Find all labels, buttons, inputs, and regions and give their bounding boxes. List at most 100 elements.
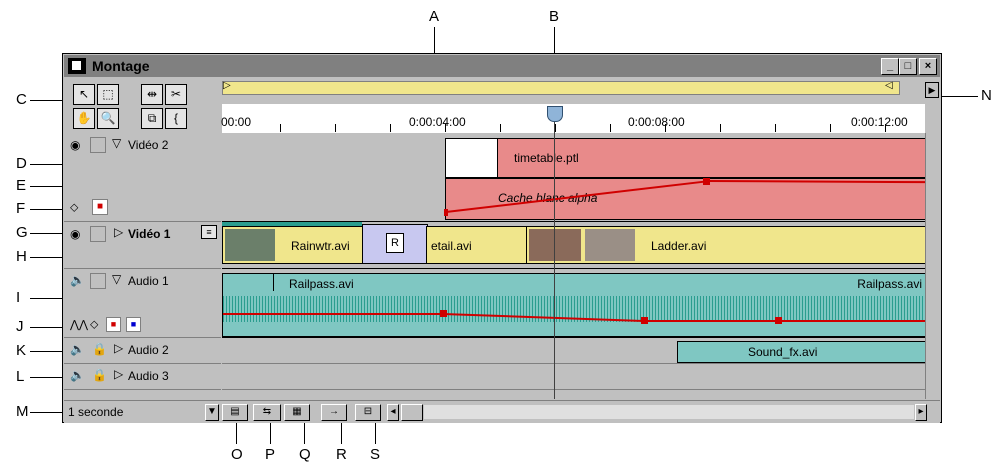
callout-f: F	[16, 200, 26, 217]
track-label-video2: Vidéo 2	[128, 138, 169, 152]
eye-icon[interactable]: ◉	[70, 138, 81, 152]
playhead-marker-icon[interactable]	[547, 106, 563, 122]
volume-rubberband[interactable]	[645, 320, 925, 322]
sync-mode-button[interactable]: ⊟	[355, 404, 381, 421]
time-unit-dropdown-button[interactable]: ▼	[205, 404, 219, 421]
speaker-off-icon[interactable]: 🔈	[70, 342, 85, 356]
clip-sound-fx[interactable]: Sound_fx.avi	[677, 341, 927, 363]
title-clip-thumbnail[interactable]	[445, 138, 499, 178]
lane-audio3[interactable]	[222, 364, 925, 390]
keyframe-nav-icon[interactable]: ⬦	[90, 317, 99, 331]
edge-view-button[interactable]: ▦	[284, 404, 310, 421]
callout-i: I	[16, 289, 21, 306]
clip-rainwtr[interactable]: Rainwtr.avi	[222, 226, 364, 264]
lock-box[interactable]	[90, 273, 106, 289]
lock-box[interactable]	[90, 137, 106, 153]
minimize-button[interactable]: _	[881, 58, 899, 75]
leader-k	[30, 351, 65, 352]
callout-h: H	[16, 248, 27, 265]
maximize-button[interactable]: □	[899, 58, 917, 75]
selection-tool[interactable]: ↖	[73, 84, 95, 105]
filmstrip-display-icon[interactable]: ≡	[201, 225, 217, 239]
callout-g: G	[16, 224, 28, 241]
eye-icon[interactable]: ◉	[70, 227, 81, 241]
callout-k: K	[16, 342, 27, 359]
title-bar[interactable]: Montage _ □ ×	[64, 55, 940, 77]
video1-top-stripe	[222, 222, 362, 226]
expand-triangle-icon[interactable]: ▷	[114, 367, 124, 381]
pan-rubberband-icon[interactable]: ■	[126, 317, 141, 332]
collapse-triangle-icon[interactable]: ▽	[112, 272, 122, 286]
leader-f	[30, 209, 65, 210]
track-label-audio1: Audio 1	[128, 274, 169, 288]
clip-detail[interactable]: etail.avi	[426, 226, 528, 264]
opacity-rubberband-icon[interactable]: ■	[92, 199, 108, 215]
track-label-video1: Vidéo 1	[128, 227, 171, 241]
horizontal-scroll-thumb[interactable]	[401, 404, 423, 421]
work-area-start-marker[interactable]: ▷	[223, 80, 231, 91]
ruler-label-12: 0:00:12:00	[851, 115, 908, 129]
ruler-tick	[500, 124, 501, 132]
volume-keyframe[interactable]	[775, 317, 782, 324]
track-format-button[interactable]: ▤	[222, 404, 248, 421]
opacity-keyframe[interactable]	[703, 178, 710, 185]
in-out-tool[interactable]: {	[165, 108, 187, 129]
speaker-icon[interactable]: 🔈	[70, 273, 85, 287]
callout-d: D	[16, 155, 27, 172]
clip-thumbnail	[585, 229, 635, 261]
leader-h	[30, 257, 65, 258]
time-ruler[interactable]	[222, 104, 925, 134]
range-select-tool[interactable]: ⬚	[97, 84, 119, 105]
title-clip-timetable[interactable]: timetable.ptl	[497, 138, 927, 178]
vertical-scrollbar[interactable]	[925, 133, 940, 399]
opacity-keyframe[interactable]	[444, 209, 448, 216]
lock-icon[interactable]: 🔒	[92, 342, 107, 356]
volume-keyframe[interactable]	[440, 310, 447, 317]
keyframe-nav-icon[interactable]: ⬦	[70, 200, 79, 214]
lock-box[interactable]	[90, 226, 106, 242]
scroll-left-button[interactable]: ◂	[387, 404, 399, 421]
transition-icon[interactable]: R	[362, 224, 428, 264]
edit-line[interactable]	[554, 114, 555, 399]
callout-m: M	[16, 403, 29, 420]
clip-railpass-audio[interactable]: Railpass.avi Railpass.avi	[222, 273, 927, 337]
expand-triangle-icon[interactable]: ▷	[114, 225, 124, 239]
work-area-end-marker[interactable]: ◁	[885, 80, 893, 91]
scroll-right-button[interactable]: ▸	[915, 404, 927, 421]
waveform-toggle-icon[interactable]: ⋀⋀	[70, 319, 89, 331]
expand-triangle-icon[interactable]: ▷	[114, 341, 124, 355]
clip-ladder[interactable]: Ladder.avi	[526, 226, 927, 264]
work-area-bar[interactable]	[222, 81, 900, 95]
leader-c	[30, 100, 65, 101]
ruler-label-4: 0:00:04:00	[409, 115, 466, 129]
shift-tracks-button[interactable]: →	[321, 404, 347, 421]
lock-icon[interactable]: 🔒	[92, 368, 107, 382]
track-header-audio3: 🔈 🔒 ▷ Audio 3	[64, 364, 221, 390]
close-button[interactable]: ×	[919, 58, 937, 75]
clip-label: Sound_fx.avi	[748, 345, 818, 359]
volume-rubberband-icon[interactable]: ■	[106, 317, 121, 332]
callout-o: O	[231, 446, 243, 463]
track-header-audio2: 🔈 🔒 ▷ Audio 2	[64, 338, 221, 364]
snap-to-edges-button[interactable]: ⇆	[253, 404, 281, 421]
callout-r: R	[336, 446, 347, 463]
timeline-menu-button[interactable]: ▶	[925, 82, 939, 98]
razor-tool[interactable]: ✂	[165, 84, 187, 105]
clip-label: Railpass.avi	[289, 277, 354, 291]
clip-thumbnail	[529, 229, 581, 261]
volume-keyframe[interactable]	[641, 317, 648, 324]
zoom-tool[interactable]: 🔍	[97, 108, 119, 129]
volume-rubberband[interactable]	[223, 313, 443, 315]
speaker-icon[interactable]: 🔈	[70, 368, 85, 382]
horizontal-scroll-track[interactable]	[424, 405, 914, 419]
leader-n	[940, 96, 978, 97]
clip-label: Rainwtr.avi	[291, 239, 350, 253]
ripple-edit-tool[interactable]: ⇹	[141, 84, 163, 105]
leader-g	[30, 233, 65, 234]
hand-tool[interactable]: ✋	[73, 108, 95, 129]
clip-thumbnail	[225, 229, 275, 261]
leader-i	[30, 298, 65, 299]
track-header-audio1: 🔈 ▽ Audio 1 ⋀⋀ ⬦ ■ ■	[64, 269, 221, 338]
collapse-triangle-icon[interactable]: ▽	[112, 136, 122, 150]
link-tool[interactable]: ⧉	[141, 108, 163, 129]
